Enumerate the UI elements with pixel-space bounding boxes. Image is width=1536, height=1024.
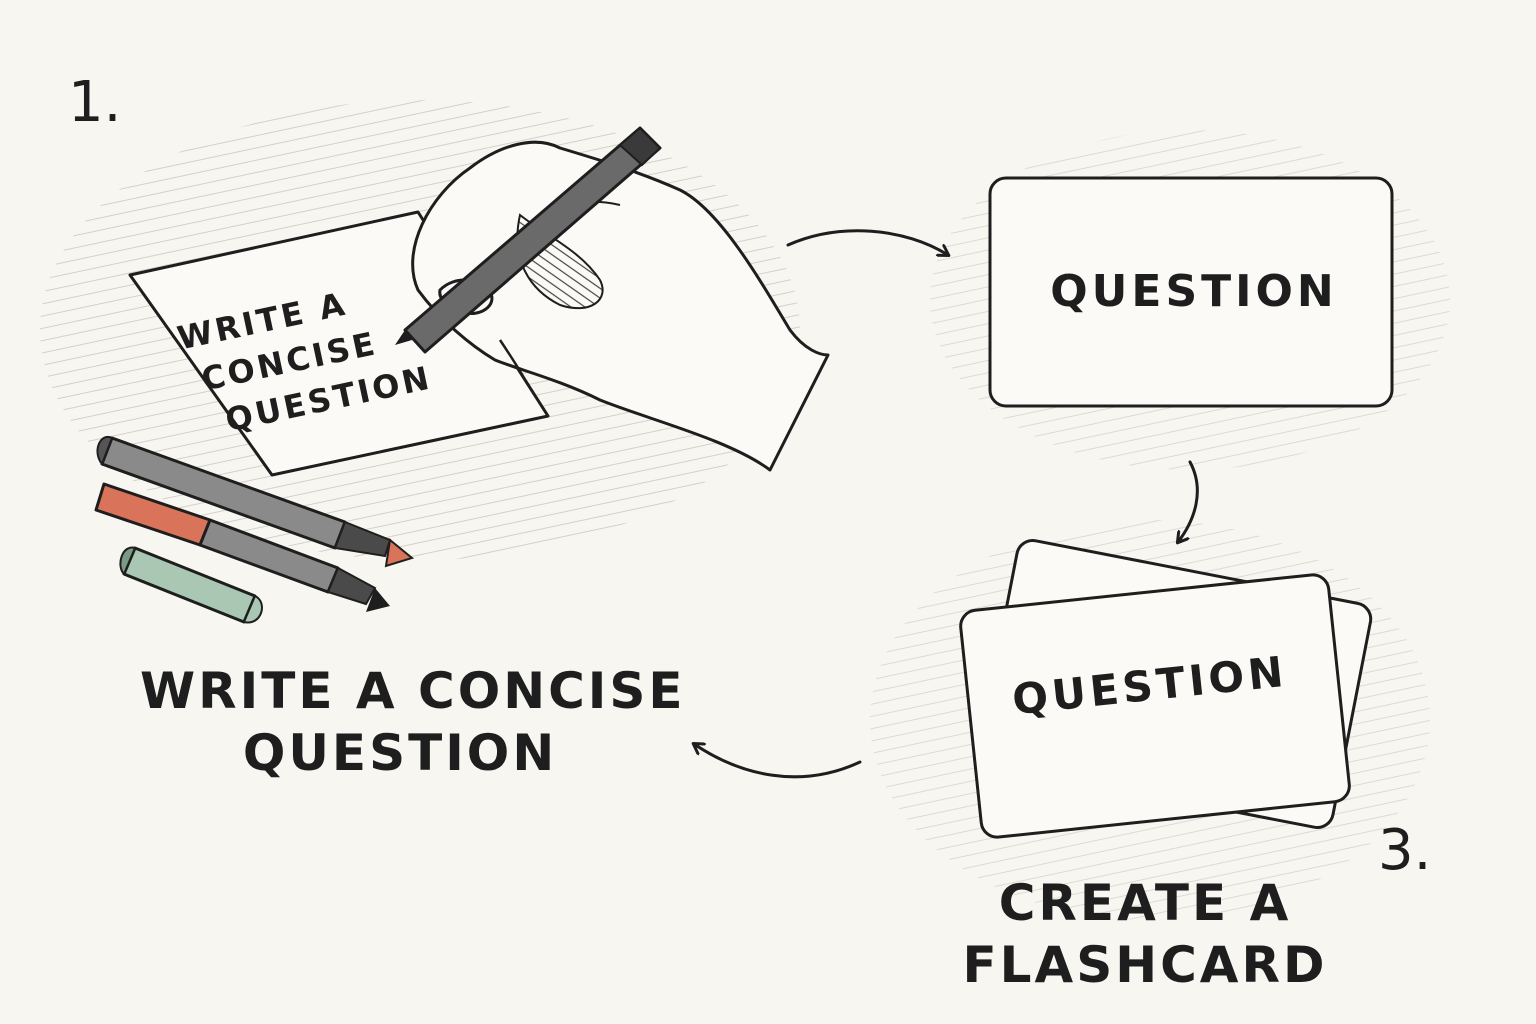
arrow-back-to-step-1	[694, 744, 862, 779]
marker-red-icon	[94, 482, 390, 612]
step-3-number: 3.	[1378, 818, 1432, 883]
step-3-caption: CREATE A FLASHCARD	[960, 872, 1330, 996]
arrow-to-flashcard	[1178, 460, 1199, 542]
arrow-to-question-card	[786, 229, 948, 255]
marker-green-icon	[119, 546, 263, 624]
step-1-caption-line-2: QUESTION	[242, 724, 558, 782]
step-1-caption-line-1: WRITE A CONCISE	[140, 662, 686, 720]
question-card	[988, 176, 1394, 408]
step-3-caption-line-1: CREATE A	[998, 874, 1292, 932]
question-card-text: QUESTION	[1050, 266, 1338, 317]
marker-grey-icon	[96, 435, 415, 568]
pen-icon	[395, 126, 662, 354]
flashcard-front	[959, 573, 1351, 839]
flashcard-stack: QUESTION	[959, 539, 1373, 839]
step-1-caption: WRITE A CONCISE QUESTION	[140, 660, 686, 784]
step-3-caption-line-2: FLASHCARD	[962, 936, 1328, 994]
step-1-number: 1.	[68, 70, 122, 135]
